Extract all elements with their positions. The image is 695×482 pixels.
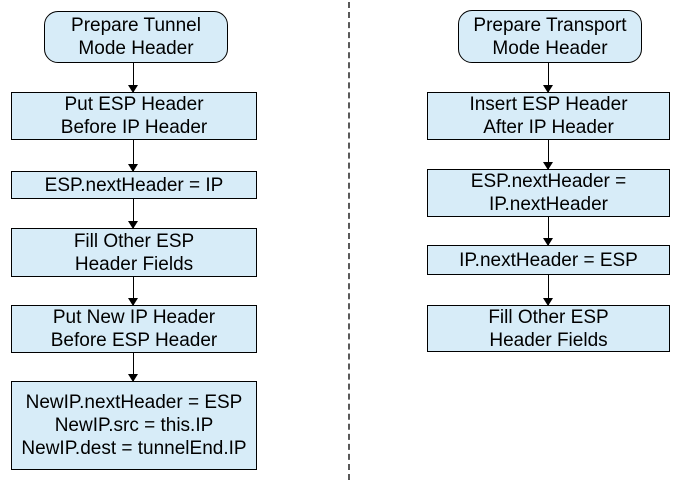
transport-ip-nextheader-label: IP.nextHeader = ESP <box>459 249 638 271</box>
tunnel-put-esp-node: Put ESP Header Before IP Header <box>11 92 257 140</box>
arrow-connector <box>543 140 554 170</box>
tunnel-esp-nextheader-label: ESP.nextHeader = IP <box>44 174 224 196</box>
tunnel-start-node: Prepare Tunnel Mode Header <box>44 11 228 63</box>
tunnel-newip-assignments-label: NewIP.nextHeader = ESP NewIP.src = this.… <box>21 392 247 459</box>
arrow-connector <box>543 63 554 93</box>
tunnel-newip-assignments-node: NewIP.nextHeader = ESP NewIP.src = this.… <box>11 381 257 470</box>
tunnel-put-esp-label: Put ESP Header Before IP Header <box>60 94 208 138</box>
arrow-connector <box>128 63 139 93</box>
transport-esp-nextheader-label: ESP.nextHeader = IP.nextHeader <box>470 171 627 215</box>
arrow-connector <box>128 140 139 172</box>
transport-fill-esp-node: Fill Other ESP Header Fields <box>427 305 670 352</box>
tunnel-put-new-ip-node: Put New IP Header Before ESP Header <box>11 305 257 353</box>
tunnel-start-label: Prepare Tunnel Mode Header <box>71 15 201 59</box>
transport-ip-nextheader-node: IP.nextHeader = ESP <box>427 245 670 275</box>
arrow-connector <box>543 217 554 246</box>
transport-fill-esp-label: Fill Other ESP Header Fields <box>488 306 609 351</box>
tunnel-put-new-ip-label: Put New IP Header Before ESP Header <box>50 307 218 351</box>
arrow-connector <box>128 199 139 229</box>
transport-insert-esp-label: Insert ESP Header After IP Header <box>469 94 628 138</box>
arrow-connector <box>128 277 139 306</box>
transport-start-label: Prepare Transport Mode Header <box>473 14 627 59</box>
dashed-divider <box>348 2 350 480</box>
arrow-connector <box>128 353 139 382</box>
transport-insert-esp-node: Insert ESP Header After IP Header <box>427 92 670 140</box>
transport-esp-nextheader-node: ESP.nextHeader = IP.nextHeader <box>427 169 670 217</box>
arrow-connector <box>543 275 554 306</box>
tunnel-fill-esp-label: Fill Other ESP Header Fields <box>73 230 195 275</box>
tunnel-esp-nextheader-node: ESP.nextHeader = IP <box>11 171 257 199</box>
transport-start-node: Prepare Transport Mode Header <box>458 10 642 63</box>
tunnel-fill-esp-node: Fill Other ESP Header Fields <box>11 228 257 277</box>
